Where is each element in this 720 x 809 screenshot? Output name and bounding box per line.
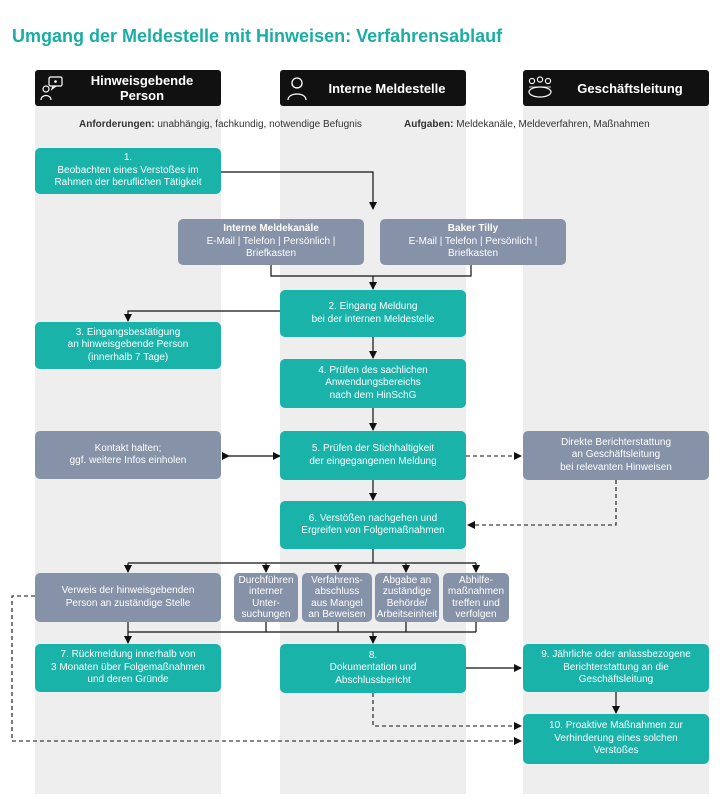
tasks-text: Aufgaben: Meldekanäle, Meldeverfahren, M…	[404, 119, 650, 130]
step-5-check-validity: 5. Prüfen der Stichhaltigkeit der eingeg…	[280, 431, 466, 480]
internal-report-channels: Interne Meldekanäle E-Mail | Telefon | P…	[178, 219, 364, 265]
step-7-feedback: 7. Rückmeldung innerhalb von 3 Monaten ü…	[35, 644, 221, 692]
step-6-follow-up-measures: 6. Verstößen nachgehen und Ergreifen von…	[280, 501, 466, 549]
lane-header-interne-meldestelle: Interne Meldestelle	[280, 70, 466, 106]
closure-lack-of-evidence: Verfahrens- abschluss aus Mangel an Bewe…	[302, 573, 372, 622]
handover-to-authority: Abgabe an zuständige Behörde/ Arbeitsein…	[375, 573, 439, 622]
person-icon	[280, 70, 314, 106]
step-3-acknowledgement: 3. Eingangsbestätigung an hinweisgebende…	[35, 322, 221, 369]
step-4-check-scope: 4. Prüfen des sachlichen Anwendungsberei…	[280, 359, 466, 408]
internal-investigation: Durchführen interner Unter- suchungen	[234, 573, 298, 622]
requirements-text: Anforderungen: unabhängig, fachkundig, n…	[79, 119, 362, 130]
lane-header-hinweisgebende-person: Hinweisgebende Person	[35, 70, 221, 106]
direct-reporting-management: Direkte Berichterstattung an Geschäftsle…	[523, 431, 709, 480]
remedial-measures: Abhilfe- maßnahmen treffen und verfolgen	[443, 573, 509, 622]
step-2-report-received: 2. Eingang Meldung bei der internen Meld…	[280, 290, 466, 337]
baker-tilly-channels: Baker Tilly E-Mail | Telefon | Persönlic…	[380, 219, 566, 265]
step-8-documentation: 8. Dokumentation und Abschlussbericht	[280, 644, 466, 693]
lane-header-geschaeftsleitung: Geschäftsleitung	[523, 70, 709, 106]
lane-header-label: Geschäftsleitung	[577, 80, 683, 96]
keep-contact: Kontakt halten; ggf. weitere Infos einho…	[35, 431, 221, 479]
meeting-table-icon	[523, 70, 557, 106]
lane-header-label: Interne Meldestelle	[328, 80, 446, 96]
speech-bubble-person-icon	[35, 70, 69, 106]
lane-header-label: Hinweisgebende Person	[90, 73, 194, 103]
page-title: Umgang der Meldestelle mit Hinweisen: Ve…	[12, 26, 503, 46]
step-9-management-reporting: 9. Jährliche oder anlassbezogene Bericht…	[523, 644, 709, 692]
step-10-proactive-measures: 10. Proaktive Maßnahmen zur Verhinderung…	[523, 714, 709, 764]
step-1-observe-violation: 1. Beobachten eines Verstoßes im Rahmen …	[35, 148, 221, 194]
referral-to-competent-body: Verweis der hinweisgebenden Person an zu…	[35, 573, 221, 622]
